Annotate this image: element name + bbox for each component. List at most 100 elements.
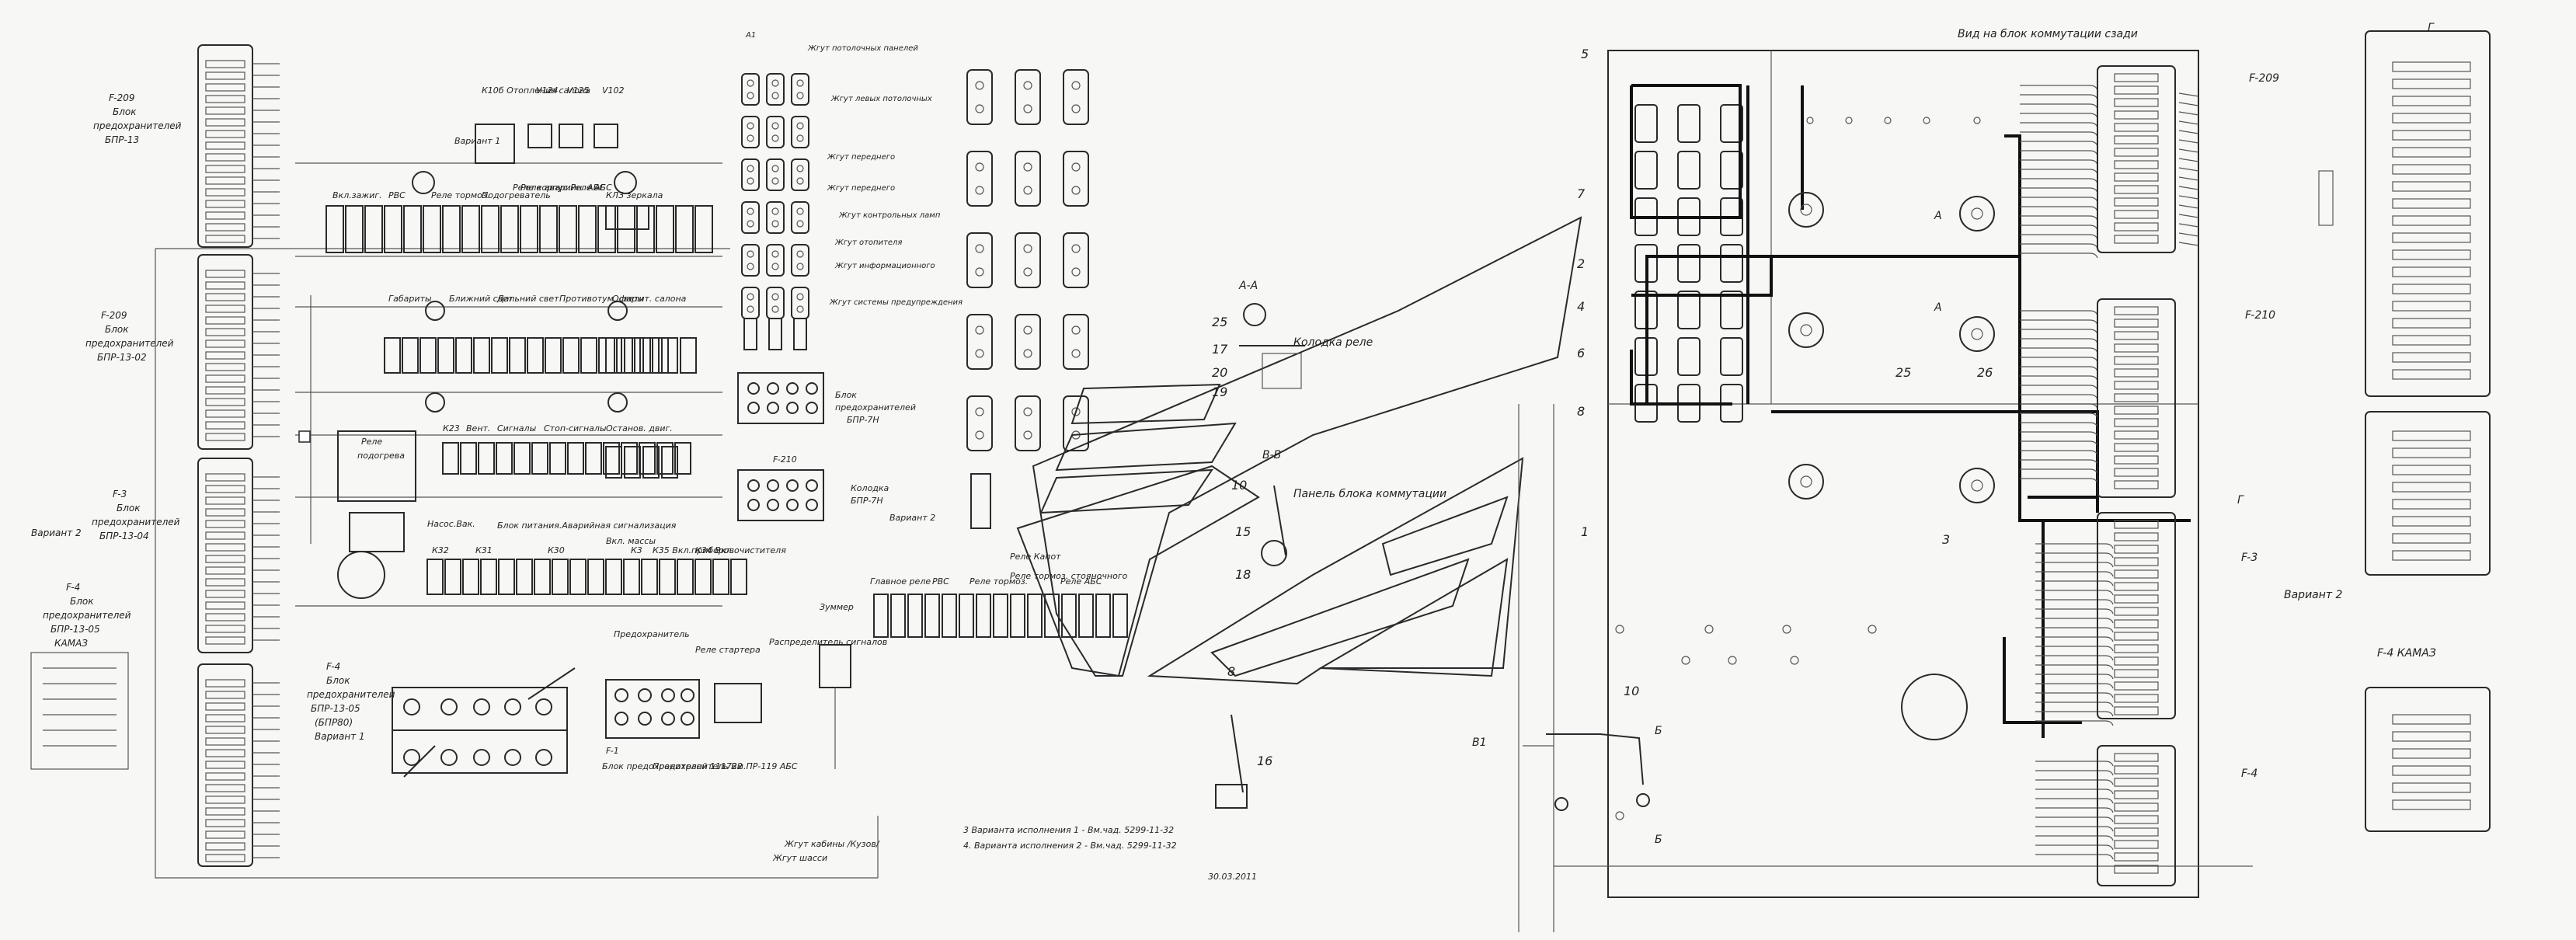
- fuse-slot: [2392, 516, 2471, 527]
- terminal-block-left: [392, 667, 576, 778]
- relay-module: [656, 442, 674, 475]
- fuse-holder: [766, 287, 785, 319]
- fuse-holder: [966, 395, 993, 451]
- fuse-slot: [205, 409, 245, 418]
- harness-cluster-a1: [741, 73, 809, 350]
- harness-heavy: [1630, 84, 2191, 738]
- fuse-holder: [793, 318, 807, 350]
- fuse-block-label-1c: предохранителей: [93, 120, 182, 131]
- relay-module: [677, 559, 694, 595]
- callout-number: 10: [1231, 478, 1247, 493]
- switch-relay: [1720, 104, 1743, 143]
- relay-module: [498, 559, 515, 595]
- fuse-block-label-1b: Блок: [113, 106, 137, 117]
- callout-number: 6: [1577, 346, 1585, 360]
- fuse-slot: [205, 784, 245, 792]
- fuse-holder: [741, 287, 760, 319]
- switch-relay: [1720, 244, 1743, 283]
- fuse-slot: [205, 749, 245, 757]
- fuse-holder: [966, 69, 993, 125]
- harness-wire: [2020, 85, 2098, 91]
- relay-module: [675, 205, 694, 253]
- fuse-pin: [796, 79, 804, 87]
- relay-module: [587, 559, 604, 595]
- relay-module: [500, 205, 519, 253]
- relay-module: [1044, 594, 1060, 638]
- switch-relay: [1720, 337, 1743, 376]
- fuse-slot: [2392, 164, 2471, 175]
- harness-wire: [2035, 543, 2114, 549]
- fuse-slot: [2114, 197, 2159, 207]
- fuse-slot: [205, 854, 245, 862]
- fuse-slot: [205, 176, 245, 185]
- relay-module: [478, 442, 495, 475]
- fuse-holder: [1015, 69, 1041, 125]
- fuse-block-label-5d: БПР-13-05: [311, 703, 360, 714]
- callout-number: 7: [1577, 186, 1586, 201]
- harness-wire: [2020, 459, 2098, 465]
- fuse-pin: [1071, 407, 1081, 416]
- fuse-slot: [205, 328, 245, 336]
- fuse-slot: [2114, 331, 2159, 340]
- fuse-slot: [205, 270, 245, 278]
- fuse-holder: [791, 116, 809, 148]
- fuse-holder: [966, 232, 993, 288]
- fuse-slot: [2114, 222, 2159, 232]
- relay-module: [1027, 594, 1043, 638]
- fuse-slot: [2392, 284, 2471, 294]
- relay-module: [442, 442, 459, 475]
- relay-module: [907, 594, 923, 638]
- harness-wire: [2035, 702, 2114, 708]
- top-small-relays: [475, 124, 649, 230]
- fuse-pin: [747, 122, 754, 130]
- harness-wire: [2020, 225, 2098, 231]
- relay-module: [444, 559, 461, 595]
- harness-label-6: Жгут отопителя: [834, 238, 902, 247]
- section-aa-label: А-А: [1238, 280, 1258, 292]
- fuse-slot: [2392, 301, 2471, 312]
- left-fuse-column: [197, 44, 253, 867]
- fuse-block-label-4c: предохранителей: [43, 610, 131, 621]
- fuse-pin: [1071, 267, 1081, 277]
- relay-module: [437, 337, 454, 374]
- harness-wire: [2035, 627, 2114, 633]
- harness-labels: А1 Жгут потолочных панелей Жгут левых по…: [745, 31, 963, 307]
- fuse-slot: [2392, 198, 2471, 209]
- fuse-pin: [796, 165, 804, 172]
- right-label-variant-2: Вариант 2: [2284, 589, 2343, 601]
- harness-wire: [2035, 711, 2114, 717]
- row2-rvs: РВС: [932, 576, 949, 587]
- fuse-pin: [771, 122, 779, 130]
- relay-module: [534, 559, 551, 595]
- row2-hood: Реле Капот: [1010, 552, 1061, 562]
- fuse-slot: [2114, 368, 2159, 378]
- fuse-slot: [205, 141, 245, 150]
- switching-block-frame: [1518, 50, 2253, 932]
- panel-wing-shape: [1016, 216, 1582, 685]
- relay-heater-label-1: Реле: [361, 437, 382, 447]
- fuse-slot: [205, 473, 245, 482]
- relay-labels: Вкл.зажиг. РВС Реле тормоз. Подогревател…: [332, 85, 786, 555]
- relay-label-rvs: РВС: [388, 190, 406, 200]
- fuse-pin: [771, 263, 779, 270]
- relay-label-side: Габариты: [388, 294, 432, 304]
- fuse-slot: [2114, 778, 2159, 787]
- cable-detail-b: [1523, 733, 1650, 811]
- fuse-slot: [2392, 61, 2471, 72]
- right-label-f210: F-210: [2245, 309, 2275, 322]
- harness-wire: [2020, 94, 2098, 100]
- right-label-f3: F-3: [2241, 552, 2257, 564]
- callout-number: 2: [1577, 256, 1585, 271]
- switch-relay: [1634, 151, 1658, 190]
- relay-module: [642, 446, 660, 479]
- harness-wire: [2178, 186, 2199, 190]
- fuse-slot: [2392, 731, 2471, 742]
- row2-brake: Реле тормоз.: [969, 576, 1028, 587]
- fuse-slot: [205, 807, 245, 816]
- center-fuse-blocks: [737, 372, 824, 521]
- label-chassis-harness: Жгут шасси: [772, 853, 827, 863]
- fuse-slot: [2114, 406, 2159, 415]
- harness-wire: [2035, 636, 2114, 642]
- switching-relays: [1634, 104, 1743, 423]
